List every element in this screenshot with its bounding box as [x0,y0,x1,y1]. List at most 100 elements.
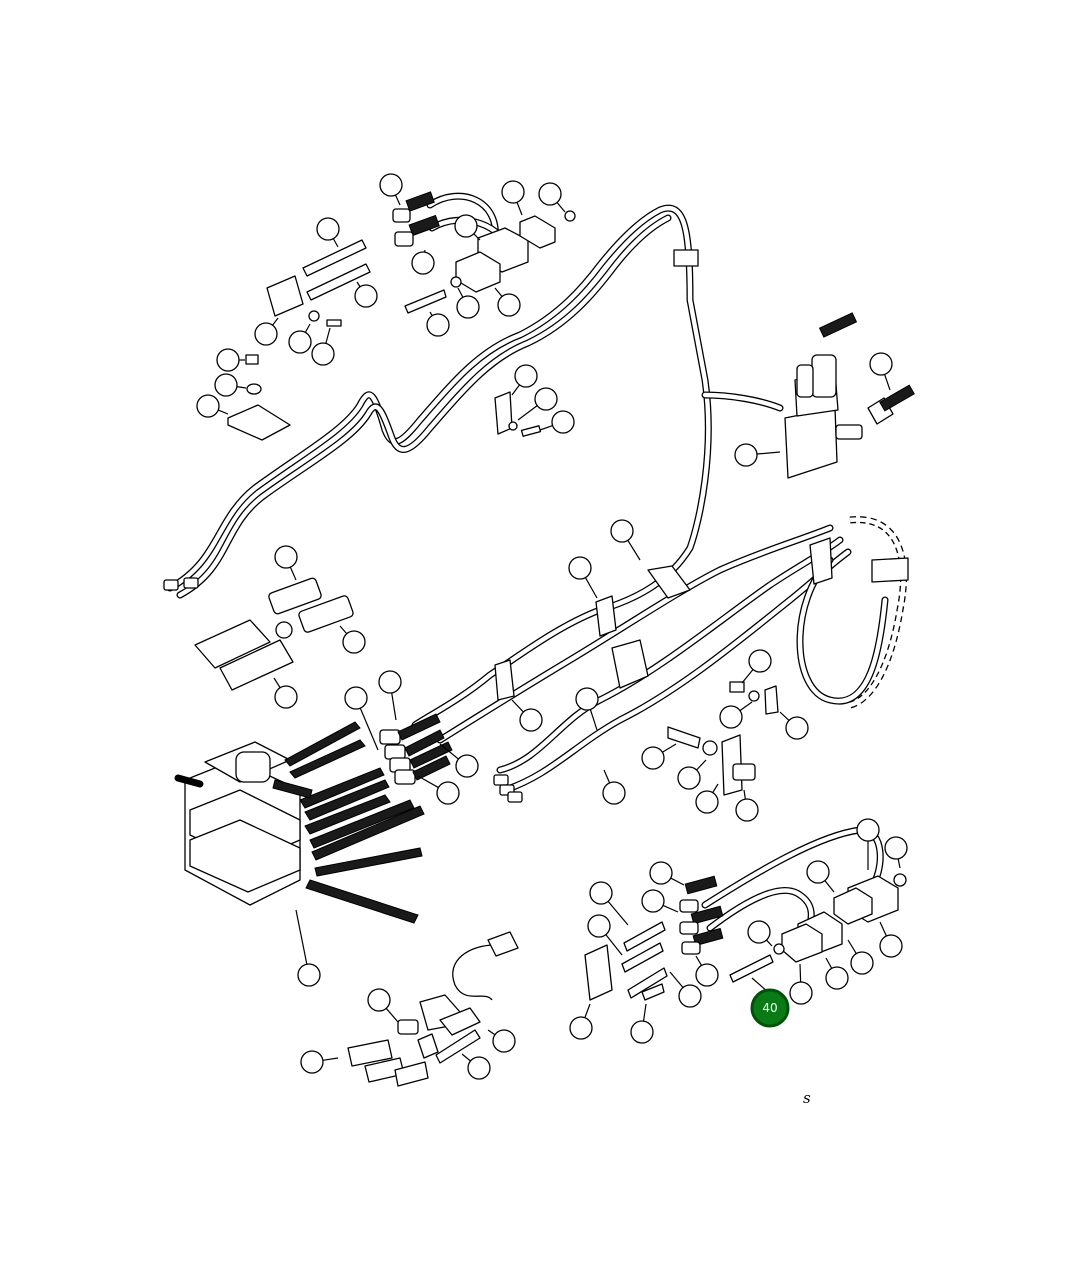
callout-bubble[interactable] [274,545,298,569]
corner-mark: s [803,1089,811,1107]
callout-bubble[interactable] [455,754,479,778]
callout-bubble[interactable] [454,214,478,238]
callout-leader [339,625,348,635]
callout-bubble[interactable] [785,716,809,740]
callout-leader [756,451,781,455]
callout-bubble[interactable] [497,293,521,317]
callout-leader [662,743,677,753]
callout-bubble[interactable] [575,687,599,711]
callout-leader [696,759,707,771]
callout-bubble[interactable] [850,951,874,975]
callout-leader [322,1057,339,1061]
hose-lines [166,192,907,1001]
callout-bubble[interactable] [501,180,525,204]
callout-leader [825,957,833,969]
callout-leader [584,577,598,599]
callout-bubble[interactable] [748,649,772,673]
callout-leader [304,323,311,333]
callout-bubble[interactable] [568,556,592,580]
callout-bubble[interactable] [344,686,368,710]
callout-bubble[interactable] [411,251,435,275]
callout-bubble[interactable] [735,798,759,822]
callout-leader [824,880,835,893]
callout-bubble[interactable] [825,966,849,990]
callout-bubble[interactable] [196,394,220,418]
callout-leader [385,1007,399,1023]
callout-leader [607,901,629,926]
callout-bubble[interactable] [254,322,278,346]
callout-bubble[interactable] [806,860,830,884]
callout-bubble[interactable] [641,889,665,913]
callout-bubble[interactable] [367,988,391,1012]
callout-bubble[interactable] [589,881,613,905]
callout-bubble[interactable] [534,387,558,411]
callout-bubble[interactable] [602,781,626,805]
callout-bubble[interactable] [378,670,402,694]
callout-leader [461,1053,471,1062]
callout-bubble[interactable] [274,685,298,709]
callout-bubble[interactable] [610,519,634,543]
callout-bubble[interactable] [456,295,480,319]
highlight-bubble [750,988,790,1028]
callout-bubble[interactable] [551,410,575,434]
callout-bubble[interactable] [569,1016,593,1040]
callout-leader [556,202,566,213]
callout-leader [605,934,623,956]
callout-bubble[interactable] [587,914,611,938]
callout-leader [457,287,464,298]
callout-bubble[interactable] [719,705,743,729]
callout-bubble[interactable] [514,364,538,388]
parts [163,191,915,1087]
callout-leader [217,409,229,415]
callout-bubble[interactable] [436,781,460,805]
callout-leader [356,281,361,288]
callout-bubble[interactable] [311,342,335,366]
callout-bubble[interactable] [538,182,562,206]
highlight-callout-40[interactable]: 40 [750,977,790,1028]
callout-leader [739,701,753,712]
callout-leader [511,384,520,396]
callout-bubble[interactable] [354,284,378,308]
callout-leader [584,1003,591,1018]
callout-bubble[interactable] [649,861,673,885]
callout-bubble[interactable] [869,352,893,376]
callout-leader [417,775,439,789]
callout-leader [603,769,611,784]
callout-bubble[interactable] [630,1020,654,1044]
callout-bubble[interactable] [695,963,719,987]
callout-bubble[interactable] [216,348,240,372]
callout-bubble[interactable] [519,708,543,732]
callout-bubble[interactable] [288,330,312,354]
callout-bubble[interactable] [492,1029,516,1053]
callout-bubble[interactable] [214,373,238,397]
callout-leader [272,317,279,326]
highlight-label: 40 [762,1001,777,1015]
callout-leader [799,963,802,983]
callout-bubble[interactable] [300,1050,324,1074]
callout-bubble[interactable] [734,443,758,467]
fitting-upper-1 [392,191,435,223]
callout-leader [236,386,247,389]
callout-bubble[interactable] [342,630,366,654]
callout-bubble[interactable] [695,790,719,814]
callout-leader [897,858,901,869]
callout-leader [670,877,685,886]
callout-leader [695,955,703,966]
callout-bubble[interactable] [641,746,665,770]
callout-bubble[interactable] [297,963,321,987]
callout-bubble[interactable] [856,818,880,842]
callout-bubble[interactable] [747,920,771,944]
callout-bubble[interactable] [879,934,903,958]
callout-leader [332,238,339,248]
callout-bubble[interactable] [467,1056,491,1080]
callout-leader [325,327,331,344]
callout-bubble[interactable] [677,766,701,790]
callout-bubble[interactable] [379,173,403,197]
callout-leader [359,707,379,751]
callout-leader [627,540,641,561]
callout-bubble[interactable] [884,836,908,860]
callout-bubble[interactable] [678,984,702,1008]
callout-bubble[interactable] [789,981,813,1005]
callout-bubble[interactable] [316,217,340,241]
callout-bubble[interactable] [426,313,450,337]
